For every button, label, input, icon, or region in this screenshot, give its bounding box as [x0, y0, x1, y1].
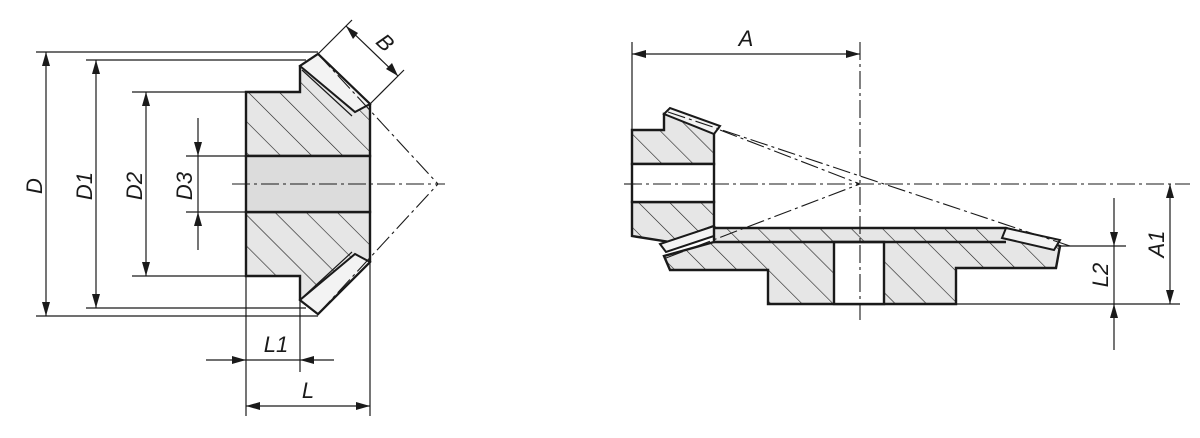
label-d2: D2	[122, 172, 147, 200]
pitch-line-3	[719, 129, 861, 185]
gear-section-view: D D1 D2 D3 B L1 L	[22, 19, 445, 416]
label-l1: L1	[264, 332, 288, 357]
pinion-tooth-upper	[662, 106, 722, 136]
tooth-root-line-lower	[301, 251, 353, 299]
gear-pair-assembly-view: A A1 L2	[624, 26, 1190, 350]
ext-line-b-2	[369, 69, 405, 105]
ext-line-b-1	[317, 19, 353, 55]
label-b: B	[371, 29, 399, 57]
label-d: D	[22, 178, 47, 194]
cone-line-lower	[317, 183, 439, 315]
label-l2: L2	[1088, 263, 1113, 287]
label-d3: D3	[172, 171, 197, 200]
crown-gear-bore	[832, 240, 886, 306]
pitch-line-1	[667, 111, 1071, 247]
pinion-bore	[630, 162, 716, 204]
label-d1: D1	[72, 172, 97, 200]
tooth-root-line-upper	[301, 69, 353, 117]
label-l: L	[302, 378, 314, 403]
cone-line-upper	[317, 53, 439, 185]
label-a: A	[737, 26, 754, 51]
pitch-line-2	[665, 183, 861, 259]
label-a1: A1	[1144, 231, 1169, 260]
crown-tooth-right	[1000, 226, 1062, 252]
